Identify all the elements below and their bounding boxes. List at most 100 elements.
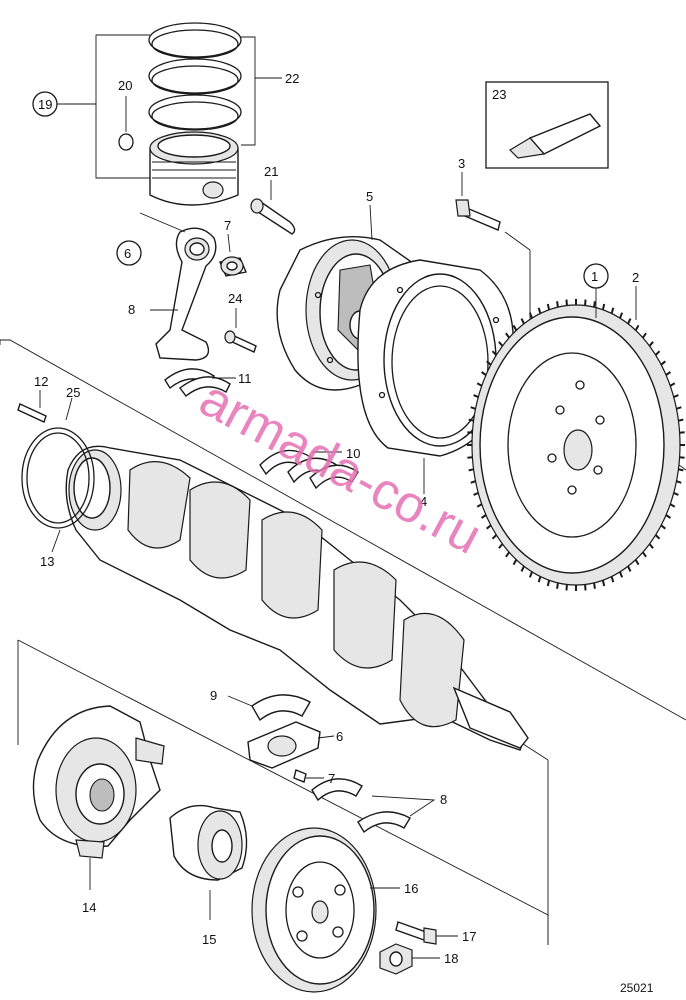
callout-7-bolt: 7: [328, 771, 335, 786]
callout-21: 21: [264, 164, 278, 179]
piston-rings: [148, 22, 242, 131]
flywheel: [471, 286, 681, 586]
gear-tooth: [470, 406, 476, 410]
gear-tooth: [627, 318, 632, 325]
gear-tooth: [546, 303, 551, 311]
callout-ring-6: [116, 240, 142, 266]
gear-tooth: [634, 559, 640, 566]
piston-pin: [250, 180, 296, 235]
main-bearing-shells: [259, 449, 359, 490]
callout-6-circled: 6: [124, 246, 131, 261]
gear-tooth: [537, 307, 542, 314]
figure-number: 25021: [620, 981, 654, 995]
gear-tooth: [491, 534, 498, 540]
callout-ring-1: [583, 263, 609, 289]
gear-tooth: [593, 582, 596, 589]
crankshaft: [51, 445, 529, 751]
gear-tooth: [678, 418, 684, 422]
gear-tooth: [593, 301, 596, 308]
cap-bolt: [293, 769, 324, 783]
gear-tooth: [481, 514, 487, 519]
callout-18: 18: [444, 951, 458, 966]
callout-7-bushing: 7: [224, 218, 231, 233]
circlip: [118, 96, 134, 151]
gear-tooth: [654, 350, 661, 356]
front-cover: [32, 705, 165, 890]
gear-tooth: [468, 468, 474, 472]
gear-tooth: [546, 579, 551, 587]
gear-tooth: [520, 318, 525, 325]
gear-tooth: [468, 418, 474, 422]
gear-tooth: [470, 480, 476, 484]
callout-6: 6: [336, 729, 343, 744]
gear-tooth: [556, 301, 559, 308]
gear-tooth: [512, 559, 518, 566]
callout-10: 10: [346, 446, 360, 461]
rod-bolt: [224, 308, 257, 353]
gear-tooth: [528, 571, 533, 578]
gear-tooth: [505, 332, 511, 339]
callout-16: 16: [404, 881, 418, 896]
callout-8-shells: 8: [440, 792, 447, 807]
callout-23: 23: [492, 87, 506, 102]
front-cover-group-frame: [17, 639, 549, 945]
callout-5: 5: [366, 189, 373, 204]
crankshaft-gear: [169, 804, 248, 920]
gear-tooth: [673, 491, 679, 496]
pulley-bolt: [395, 921, 458, 945]
gear-tooth: [601, 579, 606, 587]
callout-11: 11: [238, 371, 252, 386]
gear-tooth: [627, 565, 632, 572]
crank-bearing-shells: [311, 778, 436, 834]
sealant-box: [485, 81, 609, 169]
gear-tooth: [528, 312, 533, 319]
callout-3: 3: [458, 156, 465, 171]
gear-tooth: [676, 406, 682, 410]
gear-tooth: [491, 350, 498, 356]
gear-tooth: [673, 394, 679, 399]
gear-tooth: [537, 576, 542, 583]
gear-tooth: [476, 503, 483, 508]
callout-9: 9: [210, 688, 217, 703]
flywheel-bolt: [455, 172, 501, 231]
crankshaft-group-frame: [0, 339, 686, 721]
gear-tooth: [486, 360, 492, 366]
gear-tooth: [473, 491, 479, 496]
gear-tooth: [520, 565, 525, 572]
gear-tooth: [467, 431, 473, 434]
callout-17: 17: [462, 929, 476, 944]
main-bearing-cap: [247, 721, 335, 769]
callout-1: 1: [591, 269, 598, 284]
gear-tooth: [619, 571, 624, 578]
gear-tooth: [676, 480, 682, 484]
gear-tooth: [669, 382, 676, 387]
gear-tooth: [641, 332, 647, 339]
gear-tooth: [601, 303, 606, 311]
gear-tooth: [665, 371, 671, 376]
gear-tooth: [473, 394, 479, 399]
gear-tooth: [556, 582, 559, 589]
callout-24: 24: [228, 291, 242, 306]
callout-20: 20: [118, 78, 132, 93]
callout-2: 2: [632, 270, 639, 285]
gear-tooth: [486, 524, 492, 530]
gear-tooth: [641, 551, 647, 558]
gear-tooth: [505, 551, 511, 558]
gear-tooth: [654, 534, 661, 540]
piston: [149, 131, 239, 206]
gear-tooth: [665, 514, 671, 519]
gear-tooth: [679, 456, 685, 459]
callout-13: 13: [40, 554, 54, 569]
gear-tooth: [648, 341, 654, 347]
callout-14: 14: [82, 900, 96, 915]
ring-gear-teeth: [467, 299, 685, 591]
gear-tooth: [634, 324, 640, 331]
flywheel-housing-ring: [357, 259, 515, 494]
callout-8-rod: 8: [128, 302, 135, 317]
callout-22: 22: [285, 71, 299, 86]
gear-tooth: [498, 543, 504, 549]
gear-tooth: [476, 382, 483, 387]
callout-19-circled: 19: [38, 97, 52, 112]
